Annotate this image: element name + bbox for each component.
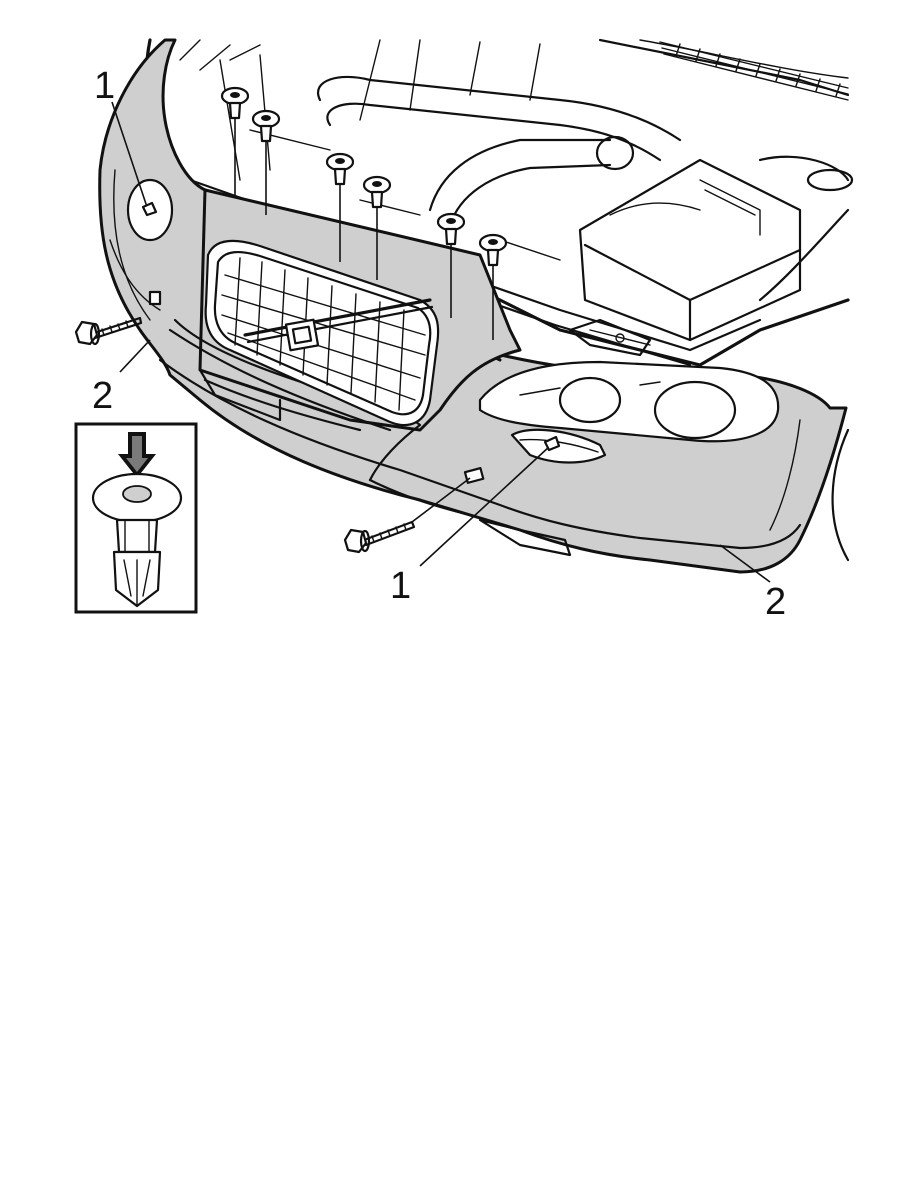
callout-leaders <box>111 101 771 583</box>
push-clip <box>478 233 508 340</box>
push-clip <box>362 175 392 280</box>
air-filter-box <box>578 158 802 342</box>
push-clip <box>251 109 281 215</box>
callout-label-clip-right: 1 <box>390 565 411 607</box>
push-clip-insertion-arrow-icon <box>118 432 156 478</box>
radiator-grille <box>204 239 440 427</box>
headlamp <box>478 360 780 443</box>
push-clip-detail-inset <box>74 422 198 614</box>
bumper-screw-left <box>74 316 143 346</box>
bumper-screw-right <box>343 477 471 554</box>
cowl-grille <box>659 41 849 101</box>
callout-label-bumper-left: 2 <box>92 375 113 417</box>
push-clips <box>220 86 508 340</box>
push-clip <box>220 86 250 195</box>
callout-label-bumper-right: 2 <box>765 581 786 623</box>
intake-hose <box>317 75 682 227</box>
push-clip <box>325 152 355 262</box>
push-clip <box>436 212 466 318</box>
callout-label-clip-left: 1 <box>94 65 115 107</box>
push-clip-icon <box>91 472 183 608</box>
